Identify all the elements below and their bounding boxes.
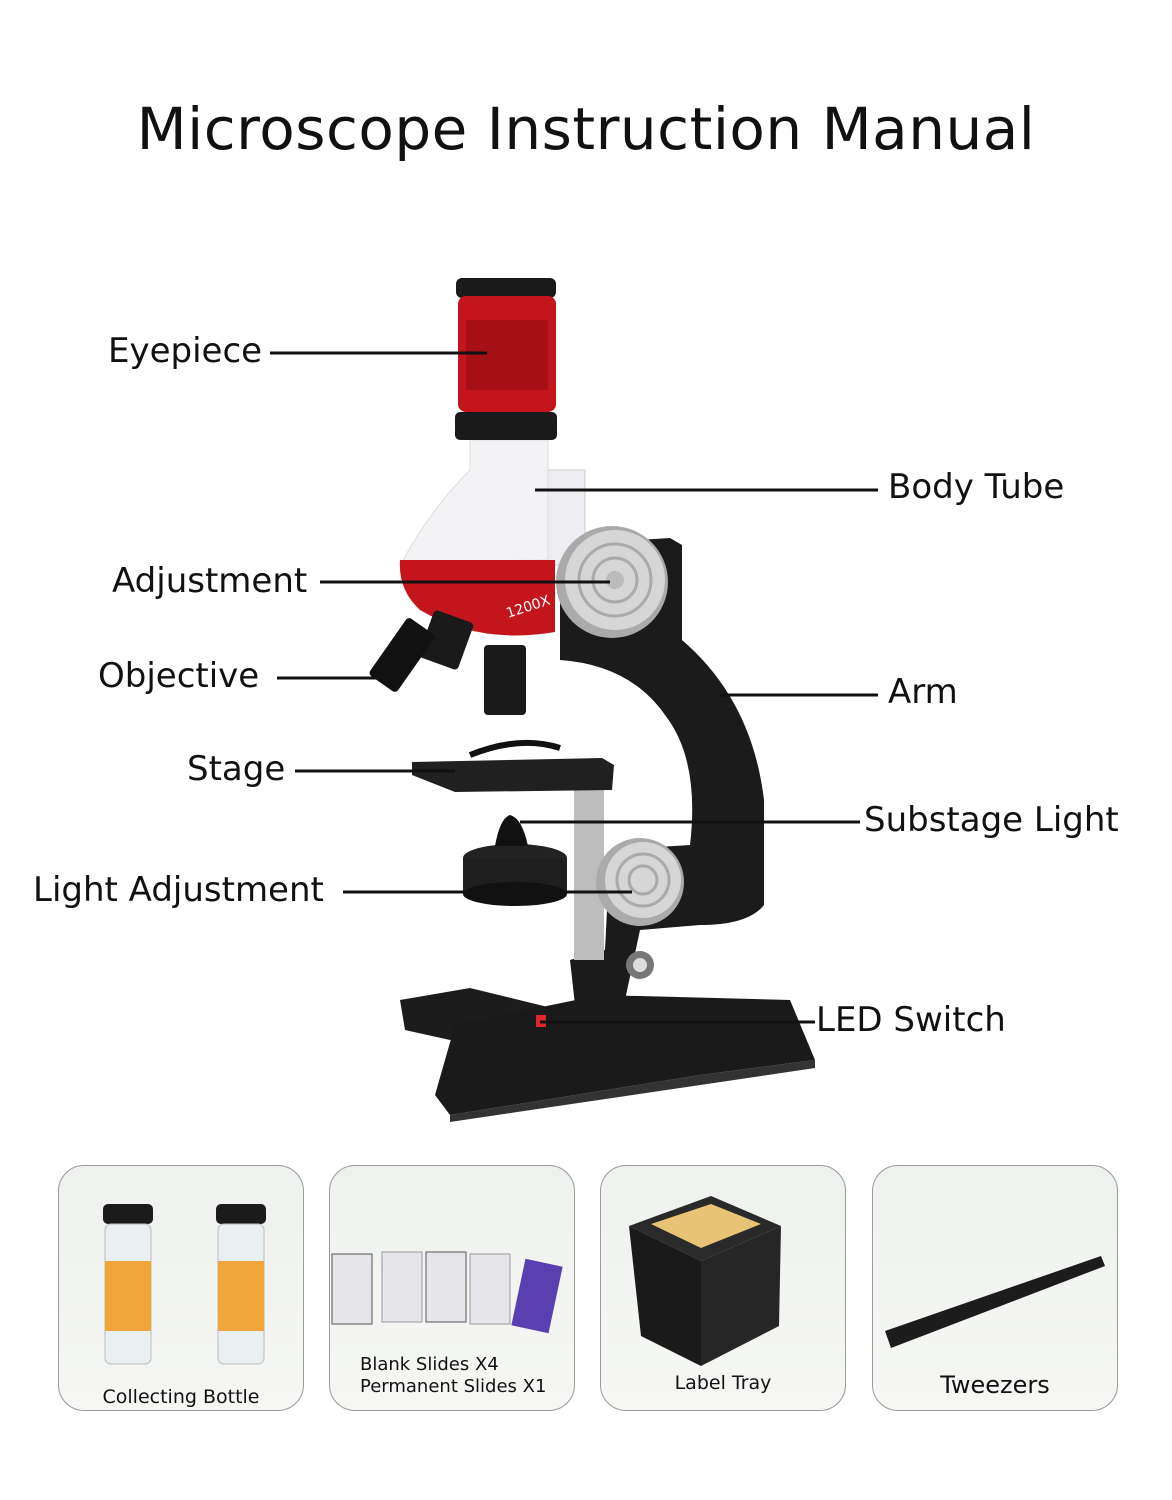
caption-tweezers: Tweezers — [940, 1371, 1050, 1399]
bottle-icon — [103, 1204, 266, 1365]
slides-icon — [331, 1251, 563, 1334]
objectives — [369, 610, 526, 715]
label-stage: Stage — [187, 749, 286, 789]
label-light-adjustment: Light Adjustment — [33, 870, 324, 910]
label-objective: Objective — [98, 656, 260, 696]
body-tube — [401, 439, 549, 563]
light-adjustment-knob[interactable] — [596, 838, 684, 926]
label-body-tube: Body Tube — [888, 467, 1065, 507]
label-led-switch: LED Switch — [816, 1000, 1006, 1040]
label-arm: Arm — [888, 672, 958, 712]
tweezers-icon — [885, 1256, 1105, 1348]
caption-label-tray: Label Tray — [674, 1372, 772, 1394]
caption-blank-slides: Blank Slides X4 — [360, 1354, 499, 1375]
accessory-tweezers: Tweezers — [872, 1165, 1118, 1411]
accessory-label-tray: Label Tray — [600, 1165, 846, 1411]
label-tray-icon — [629, 1196, 781, 1366]
stage — [412, 739, 614, 792]
label-eyepiece: Eyepiece — [108, 331, 263, 371]
leader-lines — [270, 351, 878, 1024]
base — [400, 988, 815, 1122]
caption-permanent-slides: Permanent Slides X1 — [360, 1376, 547, 1397]
label-adjustment: Adjustment — [112, 561, 308, 601]
caption-collecting-bottle: Collecting Bottle — [102, 1386, 260, 1408]
substage-light — [463, 815, 567, 906]
eyepiece — [455, 278, 557, 440]
accessory-collecting-bottle: Collecting Bottle — [58, 1165, 304, 1411]
coarse-focus-knob[interactable] — [556, 526, 668, 638]
page-title: Microscope Instruction Manual — [136, 95, 1036, 163]
label-substage-light: Substage Light — [864, 800, 1119, 840]
accessory-slides: Blank Slides X4 Permanent Slides X1 — [329, 1165, 575, 1411]
